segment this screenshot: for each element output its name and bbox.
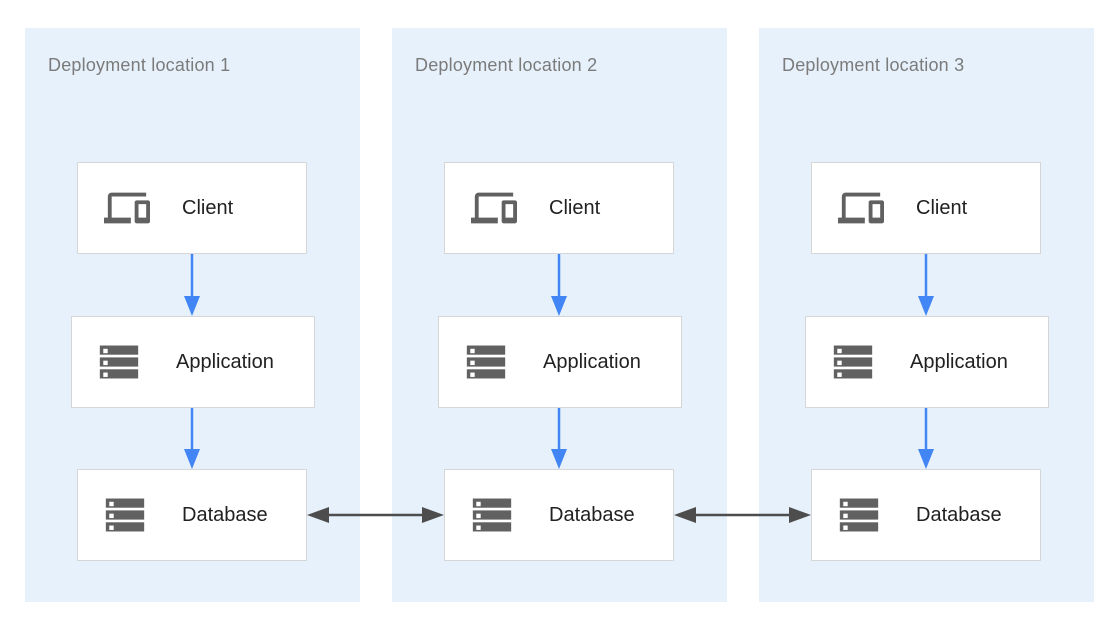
- node-label: Database: [182, 503, 268, 526]
- node-label: Client: [182, 196, 234, 219]
- server-stack-icon: [465, 492, 527, 538]
- database-sync-arrow-1-2: [307, 507, 444, 523]
- deployment-location-2-panel: Deployment location 2 Client Application: [392, 28, 727, 602]
- node-label: Database: [549, 503, 635, 526]
- database-sync-arrow-2-3: [674, 507, 811, 523]
- panel-title: Deployment location 2: [415, 55, 598, 75]
- client-to-application-arrow: [551, 254, 567, 316]
- application-node: Application: [805, 316, 1049, 408]
- client-node: Client: [77, 162, 307, 254]
- database-node: Database: [811, 469, 1041, 561]
- database-node: Database: [77, 469, 307, 561]
- panel-title: Deployment location 1: [48, 55, 231, 75]
- client-to-application-arrow: [184, 254, 200, 316]
- application-to-database-arrow: [184, 408, 200, 469]
- client-to-application-arrow: [918, 254, 934, 316]
- application-to-database-arrow: [551, 408, 567, 469]
- devices-icon: [98, 185, 160, 231]
- devices-icon: [832, 185, 894, 231]
- server-stack-icon: [832, 492, 894, 538]
- server-stack-icon: [98, 492, 160, 538]
- deployment-location-1-panel: Deployment location 1 Client Application: [25, 28, 360, 602]
- panel-title: Deployment location 3: [782, 55, 965, 75]
- application-to-database-arrow: [918, 408, 934, 469]
- client-node: Client: [811, 162, 1041, 254]
- node-label: Application: [176, 350, 274, 373]
- node-label: Database: [916, 503, 1002, 526]
- node-label: Client: [916, 196, 968, 219]
- server-stack-icon: [826, 339, 888, 385]
- server-stack-icon: [459, 339, 521, 385]
- application-node: Application: [71, 316, 315, 408]
- database-node: Database: [444, 469, 674, 561]
- client-node: Client: [444, 162, 674, 254]
- node-label: Client: [549, 196, 601, 219]
- devices-icon: [465, 185, 527, 231]
- node-label: Application: [910, 350, 1008, 373]
- deployment-location-3-panel: Deployment location 3 Client Application: [759, 28, 1094, 602]
- application-node: Application: [438, 316, 682, 408]
- server-stack-icon: [92, 339, 154, 385]
- node-label: Application: [543, 350, 641, 373]
